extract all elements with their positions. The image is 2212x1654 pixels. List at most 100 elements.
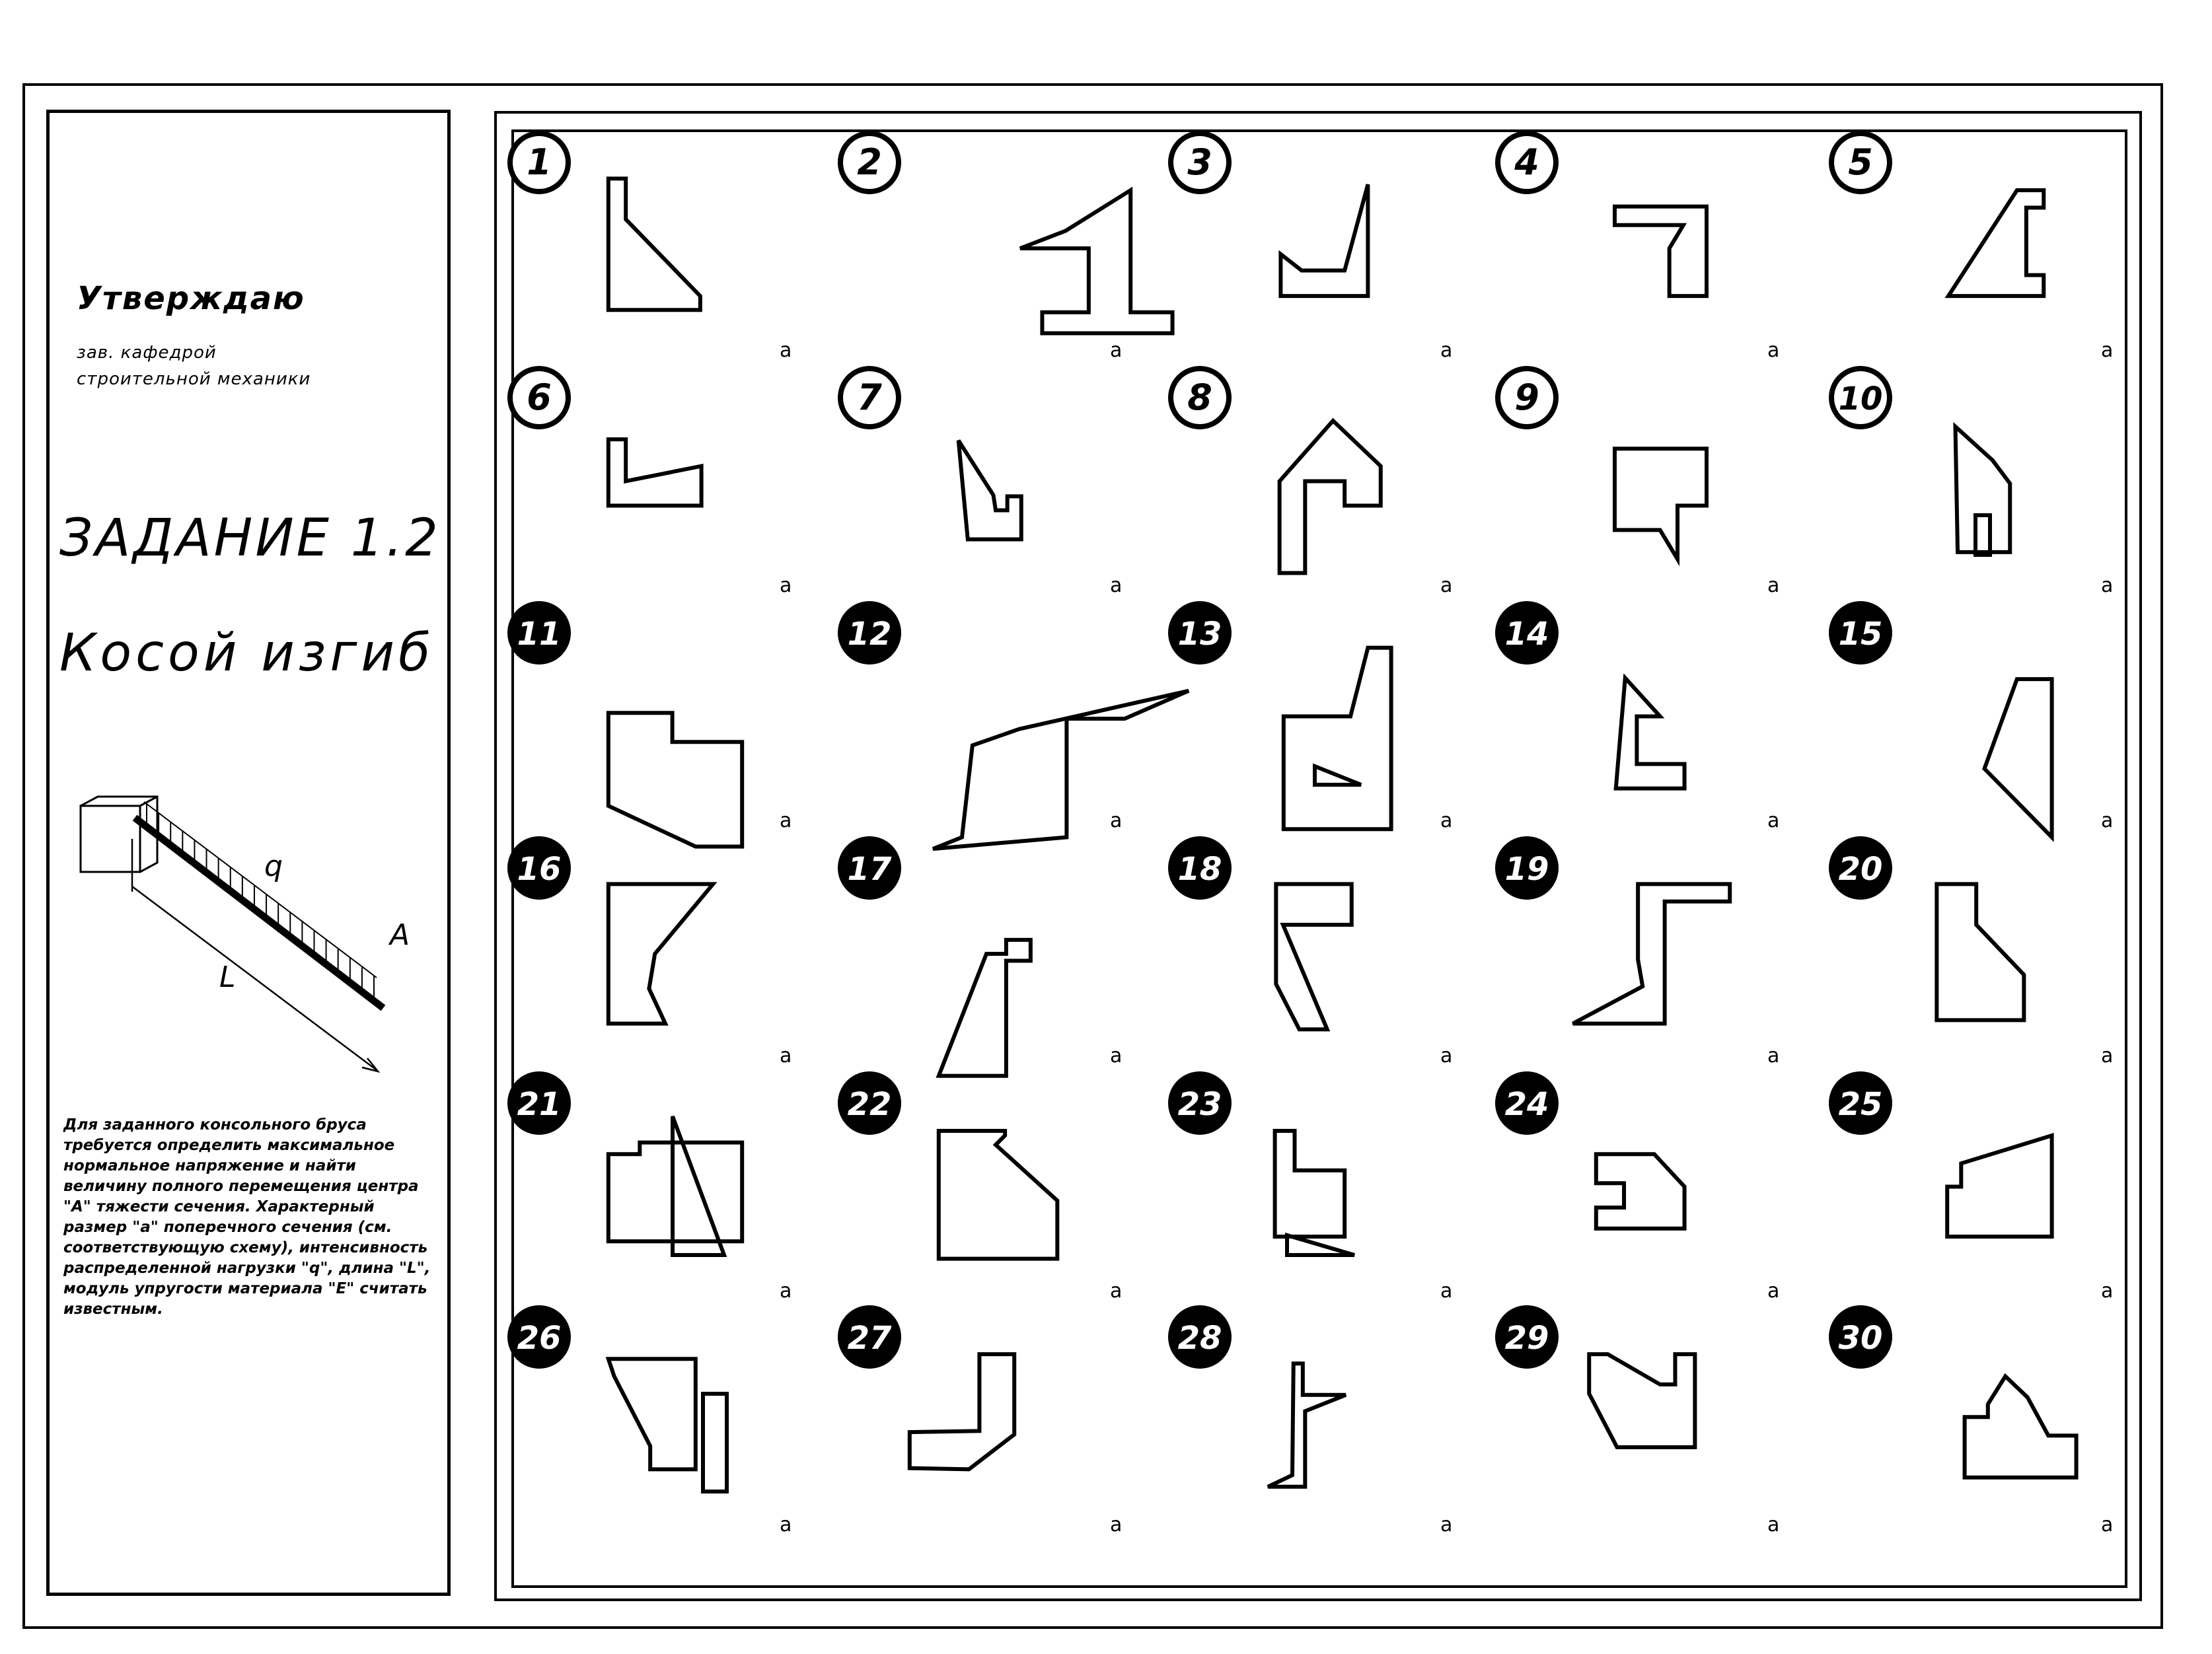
cross-section-shape (606, 882, 718, 1026)
approval-subtitle: зав. кафедрой строительной механики (77, 340, 311, 392)
dimension-a-label: a (1440, 1044, 1452, 1067)
cross-section-hole (1973, 513, 1992, 557)
dimension-a-label: a (1440, 574, 1452, 597)
variant-number-badge (507, 131, 571, 194)
variant-cell: 29a (1495, 1305, 1779, 1536)
variant-cell: 8a (1168, 366, 1452, 597)
cross-section-hole (701, 1392, 729, 1493)
distributed-load (143, 801, 377, 999)
variant-number-badge (1495, 1071, 1559, 1135)
variant-number: 22 (848, 1086, 892, 1123)
cross-section-shape (1612, 204, 1709, 299)
variant-cell: 18 a (1168, 836, 1452, 1067)
variant-cell: 20a (1829, 836, 2113, 1067)
variant-cell: 21 a (507, 1071, 792, 1303)
variant-cell: 3a (1168, 131, 1452, 362)
variant-number-badge (838, 836, 901, 900)
approval-title: Утверждаю (77, 280, 305, 317)
dimension-a-label: a (780, 1279, 792, 1303)
variant-number: 16 (517, 851, 562, 888)
dimension-a-label: a (1110, 809, 1122, 832)
cross-section-shape (936, 1129, 1060, 1261)
variant-number: 4 (1514, 141, 1539, 183)
variant-number-badge (838, 1305, 901, 1369)
task-description: Для заданного консольного бруса требуетс… (63, 1116, 431, 1318)
dimension-a-label: a (780, 1513, 792, 1536)
variant-cell: 28a (1168, 1305, 1452, 1536)
approval-line-2: строительной механики (77, 369, 311, 389)
variant-cell: 13a (1168, 601, 1452, 832)
assignment-topic: Косой изгиб (59, 624, 435, 683)
variant-cell: 11a (507, 601, 792, 849)
variant-number: 19 (1505, 851, 1549, 888)
variant-cell: 24 a (1495, 1071, 1779, 1303)
cross-section-hole (1285, 1232, 1355, 1257)
variant-number: 20 (1839, 851, 1883, 888)
variant-number: 7 (857, 377, 882, 418)
title-block (46, 110, 451, 1596)
variant-number-badge (1495, 131, 1559, 194)
variant-number-badge (1829, 366, 1892, 429)
dimension-a-label: a (1110, 574, 1122, 597)
wall-front (79, 805, 141, 873)
variant-number-badge (507, 366, 571, 429)
cross-section-shape (1281, 645, 1393, 832)
dimension-a-label: a (1767, 339, 1779, 362)
variant-number: 15 (1839, 616, 1883, 653)
length-label: L (219, 960, 236, 994)
variant-number-badge (1168, 1305, 1232, 1369)
variant-number-badge (1168, 601, 1232, 665)
assignment-number: ЗАДАНИЕ 1.2 (59, 509, 441, 568)
variant-cell: 14a (1495, 601, 1779, 832)
variant-cell: 9a (1495, 366, 1779, 597)
variant-cell: 6a (507, 366, 792, 597)
beam-axis (132, 814, 386, 1011)
dimension-a-label: a (780, 1044, 792, 1067)
cross-section-shape (605, 1357, 698, 1472)
cross-section-shape (936, 937, 1033, 1078)
variant-number-badge (838, 366, 901, 429)
dimension-a-label: a (1767, 1044, 1779, 1067)
variant-number-badge (1829, 601, 1892, 665)
cross-section-shape (1019, 186, 1175, 336)
variant-cell: 23a (1168, 1071, 1452, 1303)
dimension-a-label: a (1110, 1513, 1122, 1536)
cross-section-shape (1278, 184, 1370, 299)
variant-number: 10 (1839, 380, 1883, 417)
variant-number: 24 (1505, 1086, 1549, 1123)
cross-section-hole (671, 1115, 727, 1257)
cross-section-shape (606, 437, 704, 508)
variant-number-badge (838, 601, 901, 665)
dimension-a-label: a (2101, 1279, 2113, 1303)
variant-number: 12 (848, 616, 892, 653)
dimension-a-label: a (1440, 1279, 1452, 1303)
variant-cell: 15 a (1829, 601, 2113, 842)
variant-number-badge (507, 601, 571, 665)
variant-cell: 2a (838, 131, 1175, 362)
variant-cell: 30 a (1829, 1305, 2113, 1536)
dimension-a-label: a (2101, 809, 2113, 832)
dimension-a-label: a (2101, 1513, 2113, 1536)
dimension-a-label: a (1440, 1513, 1452, 1536)
dimension-a-label: a (1110, 339, 1122, 362)
dimension-a-label: a (1440, 809, 1452, 832)
variant-number: 27 (848, 1320, 892, 1357)
cross-section-shape (1982, 677, 2054, 842)
dimension-a-label: a (1767, 1279, 1779, 1303)
variant-cell: 12 a (838, 601, 1190, 851)
variant-cell: 16 a (507, 836, 792, 1067)
variant-cell: 5a (1829, 131, 2113, 362)
variant-cell: 26a (507, 1305, 792, 1536)
variant-number-badge (1829, 1071, 1892, 1135)
outer-frame (22, 83, 2163, 1629)
cross-section-shape (606, 176, 702, 312)
variant-number: 3 (1187, 141, 1212, 183)
variant-number-badge (1829, 131, 1892, 194)
variant-number: 30 (1839, 1320, 1883, 1357)
approval-line-1: зав. кафедрой (77, 343, 217, 363)
length-dimension (131, 839, 381, 1073)
variant-number-badge (1168, 366, 1232, 429)
variant-number: 21 (517, 1086, 562, 1123)
variant-number: 18 (1178, 851, 1222, 888)
cross-section-shape (606, 711, 745, 849)
